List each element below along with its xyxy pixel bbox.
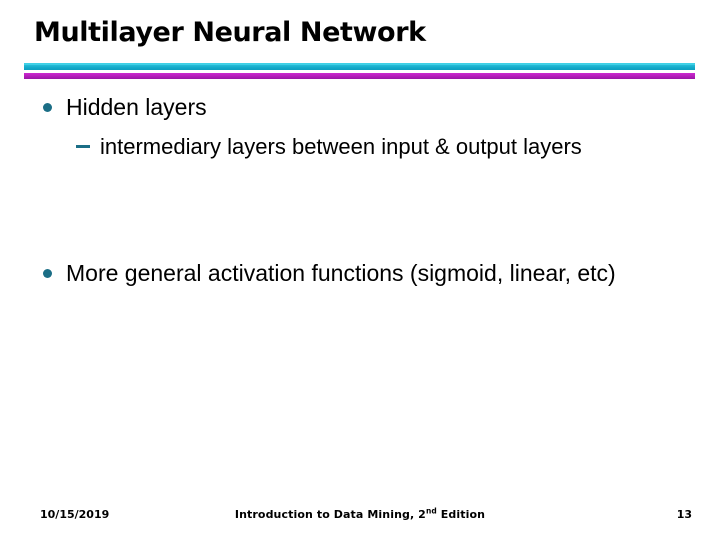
footer-source-superscript: nd [425, 506, 437, 516]
footer-date: 10/15/2019 [40, 508, 110, 521]
bullet-text: Hidden layers [66, 94, 207, 120]
divider-line-magenta [24, 73, 695, 79]
footer-source: Introduction to Data Mining, 2nd Edition [0, 506, 720, 521]
footer-source-suffix: Edition [436, 508, 486, 521]
list-item: intermediary layers between input & outp… [0, 131, 720, 162]
spacer [0, 123, 720, 131]
bullet-dot-icon [43, 269, 52, 278]
spacer [0, 162, 720, 258]
bullet-text: intermediary layers between input & outp… [100, 134, 582, 159]
list-item: Hidden layers [0, 92, 720, 123]
title-divider [24, 63, 695, 79]
bullet-dot-icon [43, 103, 52, 112]
divider-line-cyan [24, 63, 695, 70]
bullet-text: More general activation functions (sigmo… [66, 260, 616, 286]
bullet-dash-icon [76, 145, 90, 148]
footer-page-number: 13 [676, 508, 692, 521]
divider-line-cyan-highlight [24, 63, 695, 65]
slide-footer: 10/15/2019 Introduction to Data Mining, … [0, 505, 720, 527]
slide-body: Hidden layers intermediary layers betwee… [0, 92, 720, 482]
list-item: More general activation functions (sigmo… [0, 258, 720, 289]
footer-source-prefix: Introduction to Data Mining, 2 [234, 508, 426, 521]
page-title: Multilayer Neural Network [34, 17, 426, 48]
